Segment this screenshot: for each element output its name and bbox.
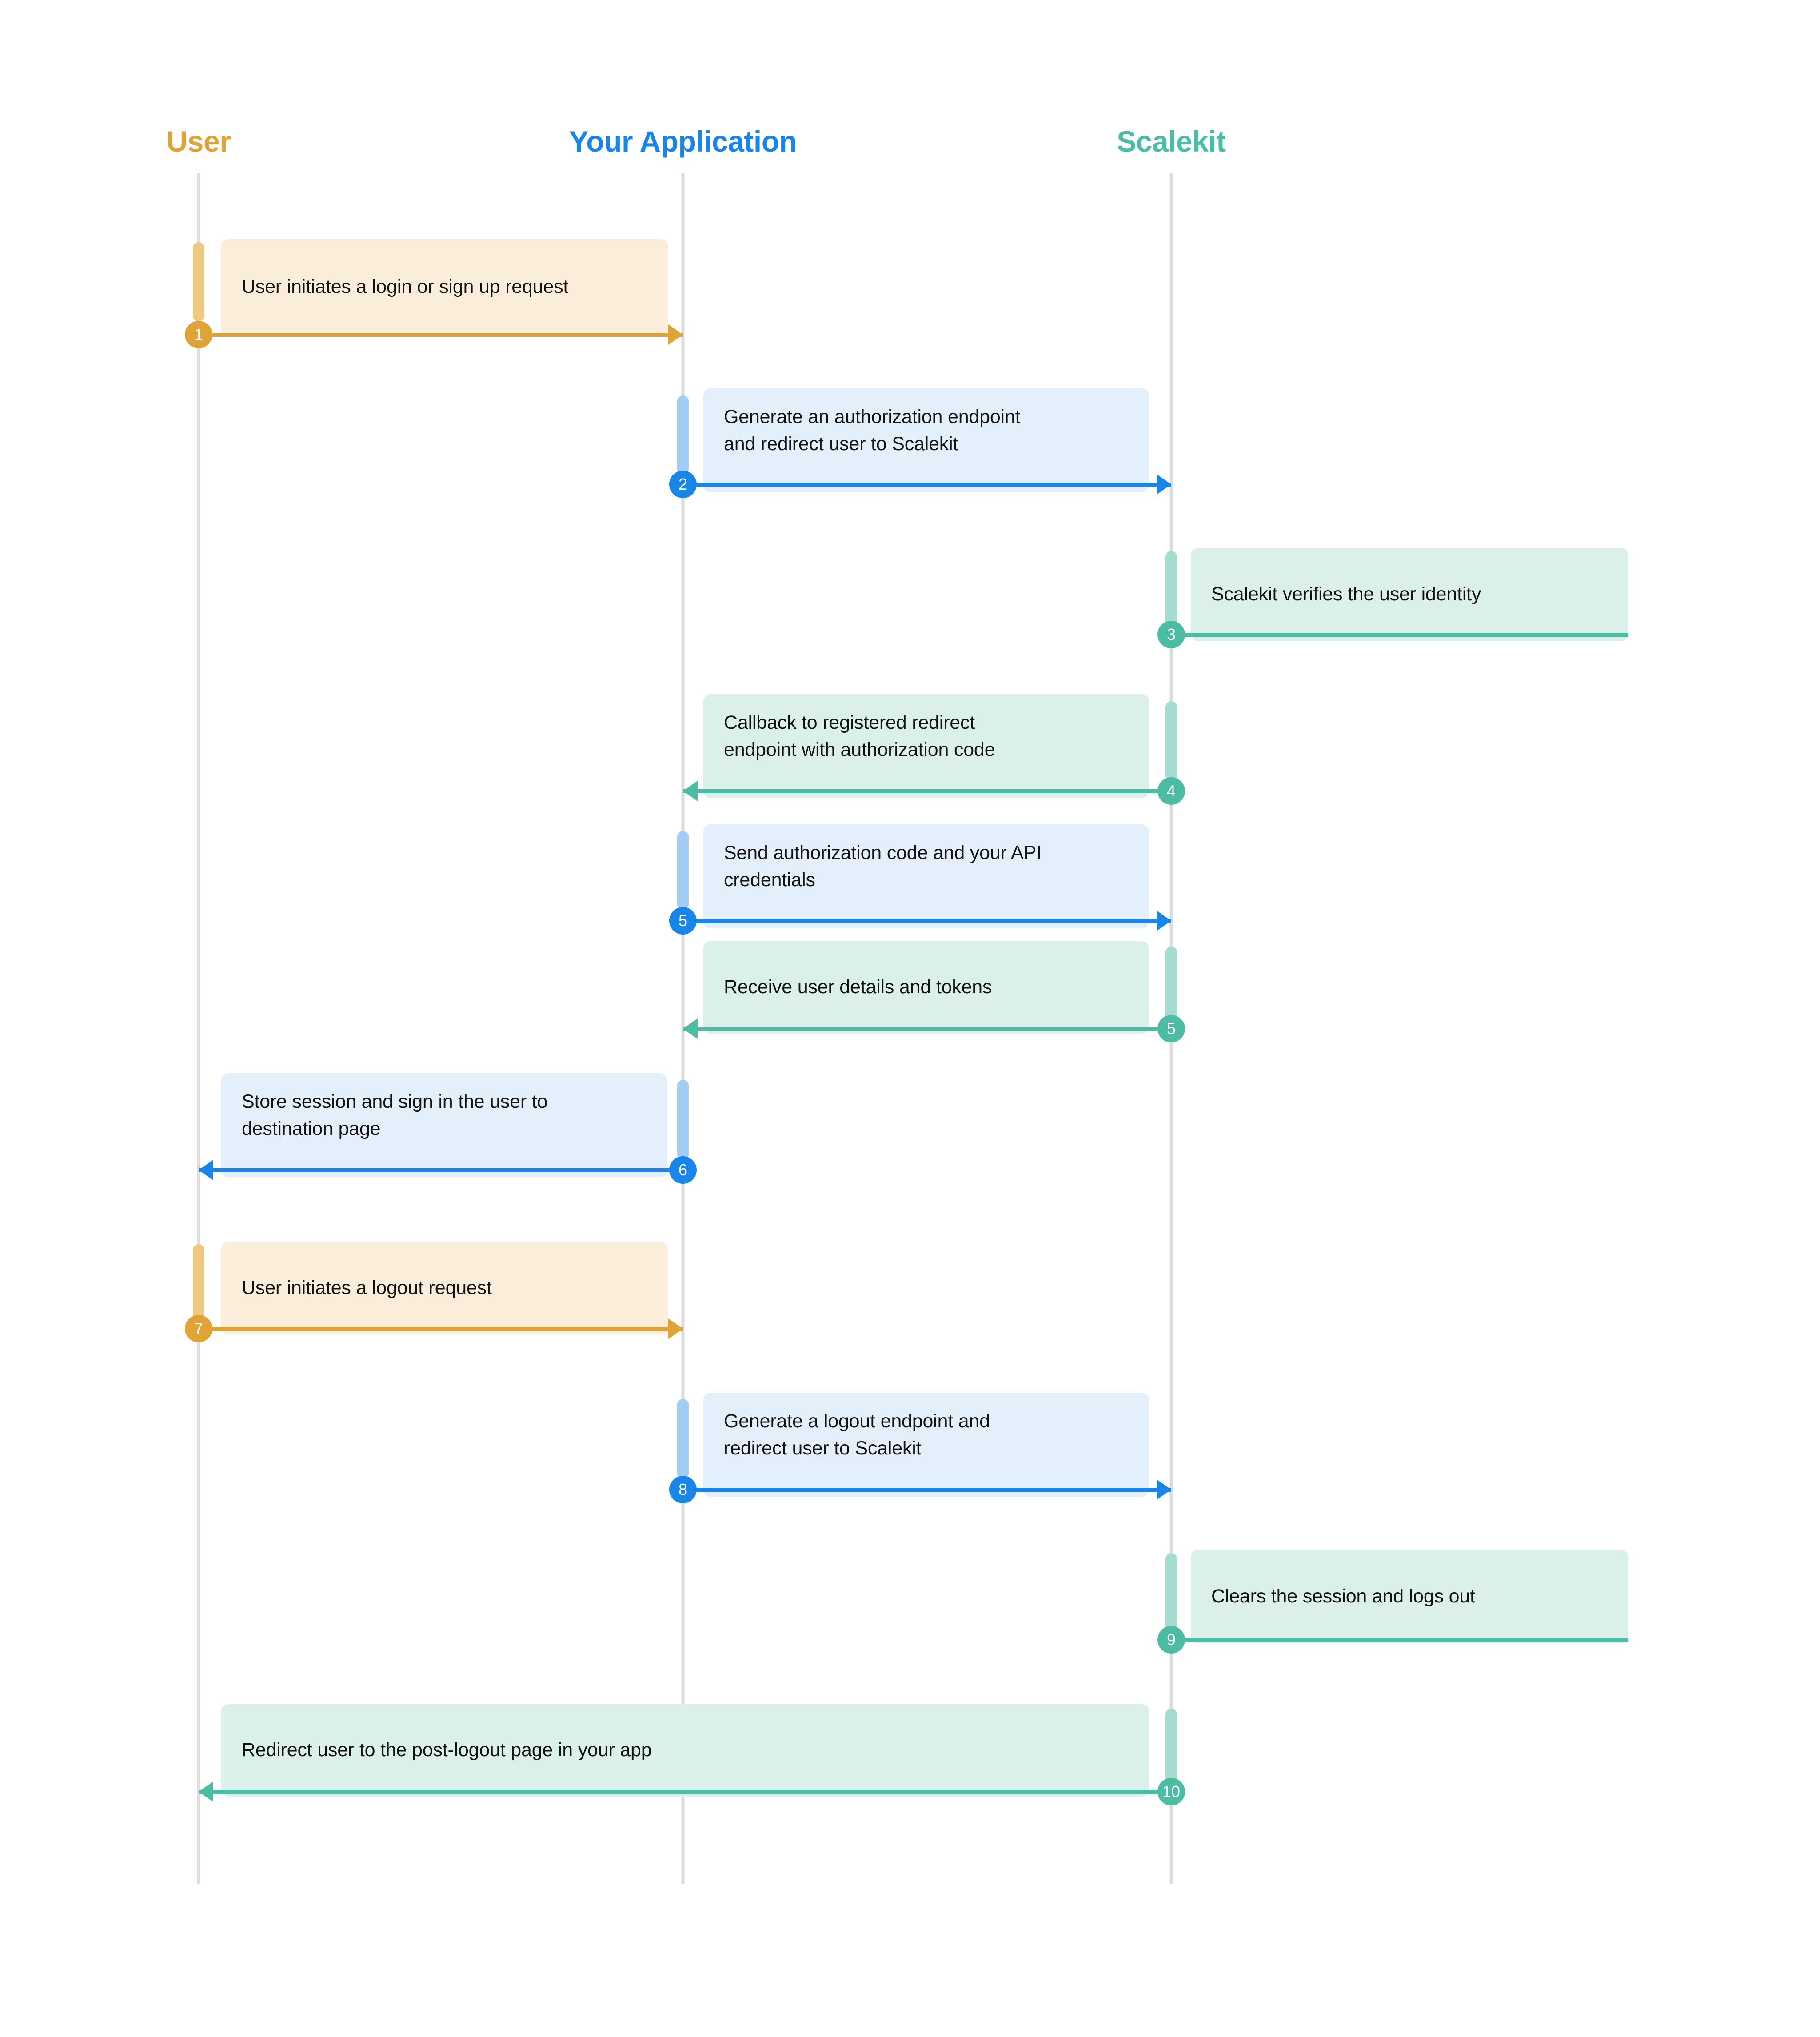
step-number-badge: 7 bbox=[185, 1315, 212, 1342]
step-number-badge: 3 bbox=[1157, 621, 1185, 648]
message-text: Generate an authorization endpoint and r… bbox=[724, 406, 1021, 455]
arrow-head-right-step-9 bbox=[1157, 1479, 1171, 1500]
message-note-step-6: Receive user details and tokens bbox=[703, 941, 1149, 1034]
message-note-step-1: User initiates a login or sign up reques… bbox=[221, 239, 668, 335]
message-text: Redirect user to the post-logout page in… bbox=[242, 1739, 652, 1761]
message-line-step-6 bbox=[683, 1027, 1171, 1031]
activation-bar-step-11 bbox=[1165, 1709, 1177, 1789]
message-line-step-8 bbox=[199, 1327, 683, 1331]
arrow-head-right-step-1 bbox=[668, 324, 683, 345]
message-text: Receive user details and tokens bbox=[724, 976, 992, 998]
message-text: Store session and sign in the user to de… bbox=[242, 1091, 548, 1140]
arrow-head-left-step-4 bbox=[683, 781, 698, 801]
message-line-step-4 bbox=[683, 789, 1171, 793]
step-number-badge: 1 bbox=[185, 321, 212, 348]
participant-label-app: Your Application bbox=[569, 125, 797, 158]
activation-bar-step-5 bbox=[677, 831, 689, 910]
arrow-head-left-step-7 bbox=[199, 1160, 213, 1180]
step-number-badge: 2 bbox=[669, 471, 697, 498]
message-note-step-8: User initiates a logout request bbox=[221, 1242, 668, 1334]
step-number-badge: 5 bbox=[1157, 1015, 1185, 1042]
message-line-step-2 bbox=[683, 483, 1171, 487]
activation-bar-step-6 bbox=[1165, 947, 1177, 1025]
arrow-head-right-step-2 bbox=[1157, 474, 1171, 495]
activation-bar-step-1 bbox=[193, 242, 204, 321]
message-text: Clears the session and logs out bbox=[1211, 1586, 1475, 1607]
activation-bar-step-4 bbox=[1165, 701, 1177, 781]
message-note-step-7: Store session and sign in the user to de… bbox=[221, 1073, 667, 1177]
message-note-step-4: Callback to registered redirect endpoint… bbox=[703, 694, 1149, 798]
message-note-step-10: Clears the session and logs out bbox=[1191, 1550, 1628, 1643]
step-number-badge: 5 bbox=[669, 907, 697, 935]
activation-bar-step-10 bbox=[1165, 1553, 1177, 1633]
message-line-step-11 bbox=[199, 1790, 1171, 1794]
activation-bar-step-8 bbox=[193, 1244, 204, 1324]
message-note-step-9: Generate a logout endpoint and redirect … bbox=[703, 1393, 1149, 1497]
message-text: Callback to registered redirect endpoint… bbox=[724, 712, 995, 761]
message-line-step-3 bbox=[1171, 633, 1628, 637]
message-note-step-11: Redirect user to the post-logout page in… bbox=[221, 1704, 1149, 1797]
arrow-head-left-step-11 bbox=[199, 1781, 213, 1802]
message-note-step-3: Scalekit verifies the user identity bbox=[1191, 548, 1628, 641]
message-text: Send authorization code and your API cre… bbox=[724, 842, 1042, 891]
message-text: User initiates a logout request bbox=[242, 1277, 492, 1299]
step-number-badge: 8 bbox=[669, 1476, 697, 1503]
message-line-step-10 bbox=[1171, 1638, 1628, 1642]
arrow-head-right-step-8 bbox=[668, 1318, 683, 1339]
message-text: Scalekit verifies the user identity bbox=[1211, 583, 1481, 605]
message-line-step-5 bbox=[683, 919, 1171, 923]
message-text: Generate a logout endpoint and redirect … bbox=[724, 1410, 990, 1459]
step-number-badge: 10 bbox=[1157, 1778, 1185, 1805]
message-note-step-2: Generate an authorization endpoint and r… bbox=[703, 388, 1149, 492]
step-number-badge: 6 bbox=[669, 1156, 697, 1184]
step-number-badge: 9 bbox=[1157, 1626, 1185, 1654]
lifeline-user bbox=[197, 173, 200, 1884]
message-line-step-9 bbox=[683, 1488, 1171, 1492]
arrow-head-right-step-5 bbox=[1157, 911, 1171, 931]
message-text: User initiates a login or sign up reques… bbox=[242, 276, 569, 298]
activation-bar-step-3 bbox=[1165, 551, 1177, 629]
participant-label-user: User bbox=[166, 125, 231, 158]
activation-bar-step-9 bbox=[677, 1399, 689, 1479]
activation-bar-step-2 bbox=[677, 395, 689, 475]
arrow-head-left-step-6 bbox=[683, 1018, 698, 1039]
message-line-step-1 bbox=[199, 333, 683, 337]
activation-bar-step-7 bbox=[677, 1080, 689, 1160]
step-number-badge: 4 bbox=[1157, 777, 1185, 805]
message-line-step-7 bbox=[199, 1168, 683, 1172]
message-note-step-5: Send authorization code and your API cre… bbox=[703, 824, 1149, 928]
participant-label-scalekit: Scalekit bbox=[1117, 125, 1226, 158]
